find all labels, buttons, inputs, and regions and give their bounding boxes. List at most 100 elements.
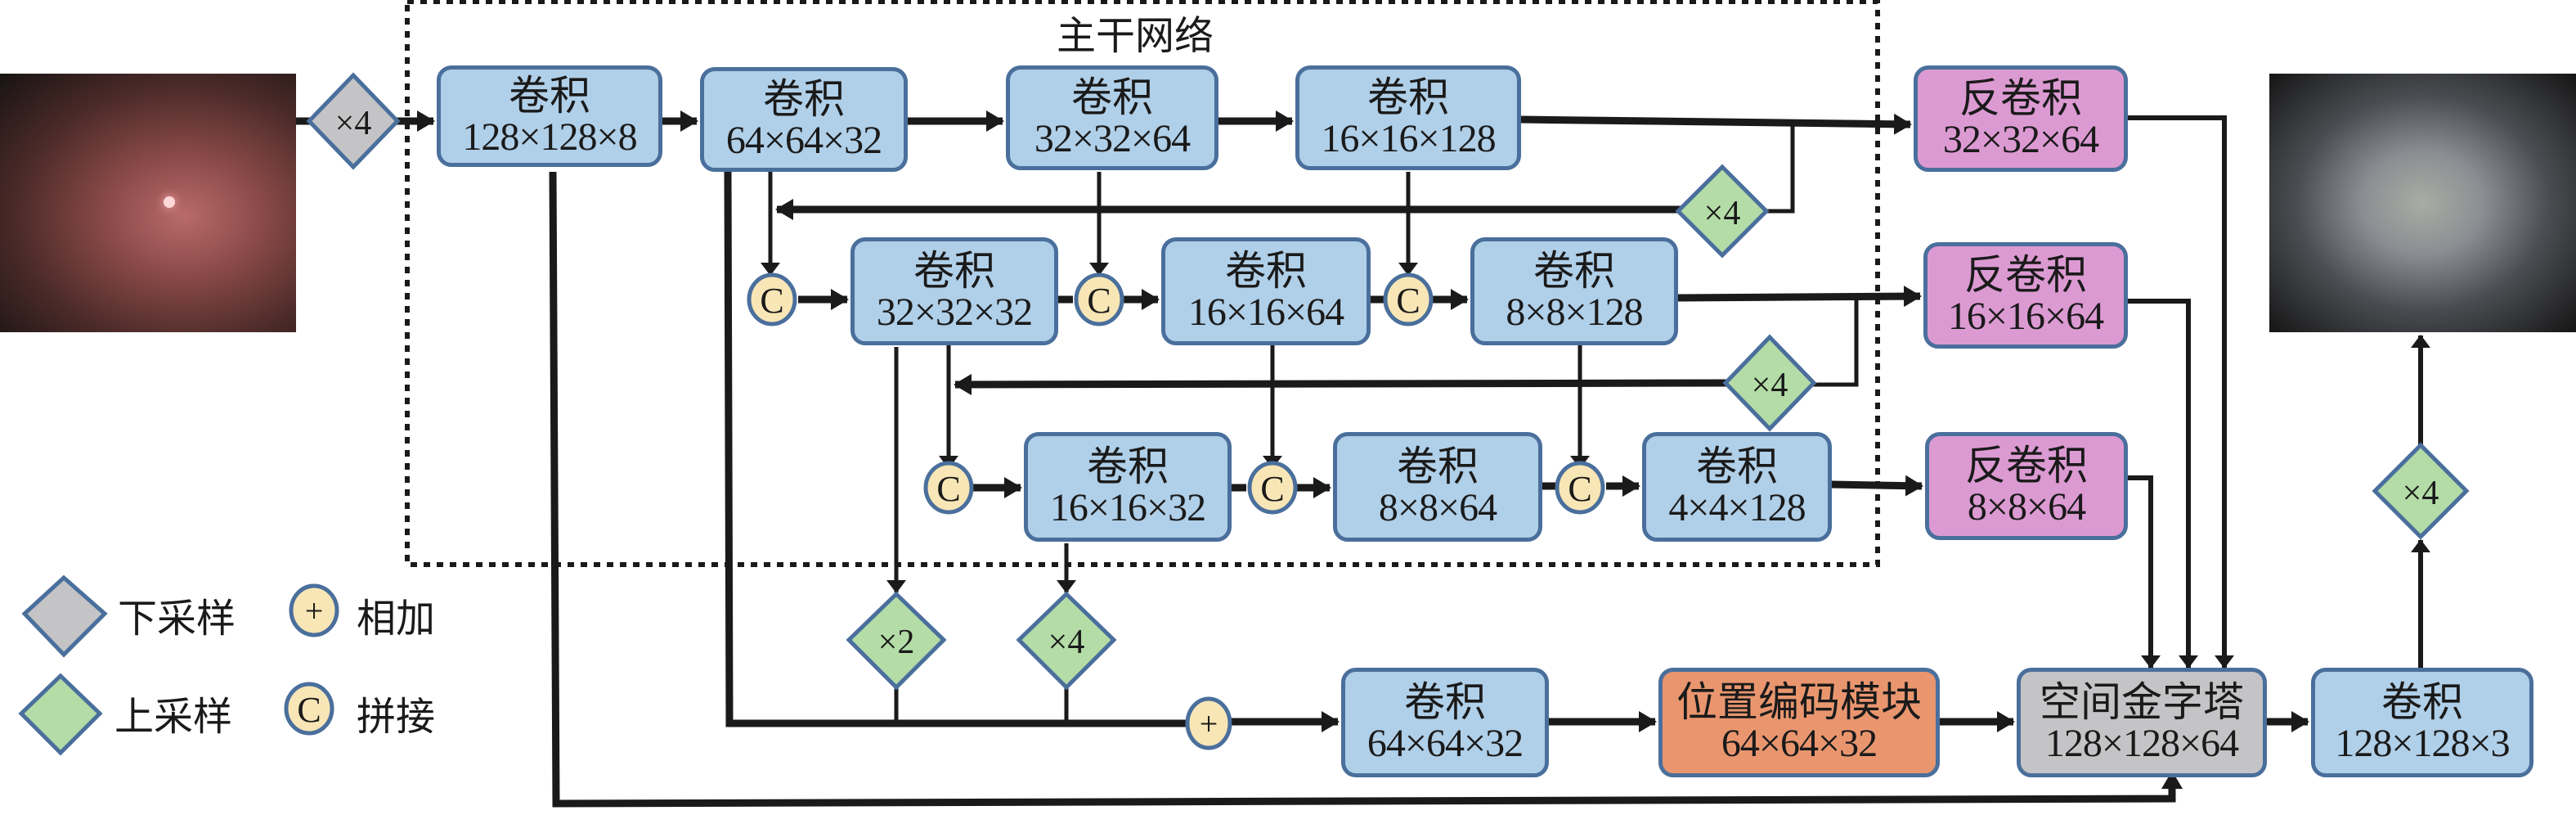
wire-r3-to-deconv3 — [1831, 475, 1923, 497]
concat-node-r3-3 — [1555, 461, 1605, 515]
conv-block-r1-2: 卷积 64×64×32 — [700, 67, 908, 172]
wire-r2-to-deconv2 — [1677, 286, 1922, 308]
block-dims: 64×64×32 — [725, 119, 882, 163]
block-dims: 128×128×64 — [2044, 722, 2239, 766]
block-title: 卷积 — [913, 247, 995, 294]
upsample-label-5: ×4 — [2403, 475, 2439, 512]
legend-concat-node — [284, 682, 334, 736]
block-dims: 32×32×64 — [1034, 117, 1191, 161]
block-dims: 4×4×128 — [1668, 486, 1806, 530]
conv-block-bottom: 卷积 64×64×32 — [1341, 668, 1549, 777]
concat-label: C — [1568, 469, 1591, 509]
wire-r1-up-branch — [1763, 123, 1795, 214]
conv-block-r2-3: 卷积 8×8×128 — [1470, 237, 1678, 345]
concat-label: C — [1260, 469, 1284, 509]
conv-block-r1-1: 卷积 128×128×8 — [437, 65, 662, 167]
upsample-diamond-3 — [846, 591, 947, 691]
block-title: 反卷积 — [1964, 251, 2087, 298]
conv-block-r3-2: 卷积 8×8×64 — [1333, 432, 1542, 542]
block-title: 卷积 — [2381, 678, 2463, 725]
output-image — [2269, 74, 2576, 332]
conv-block-r3-1: 卷积 16×16×32 — [1024, 432, 1232, 542]
block-dims: 32×32×64 — [1942, 118, 2099, 162]
block-title: 卷积 — [1533, 247, 1615, 294]
concat-node-r2-2 — [1074, 272, 1124, 326]
upsample-diamond-5 — [2372, 442, 2470, 540]
block-dims: 8×8×128 — [1506, 290, 1643, 335]
block-dims: 32×32×32 — [876, 290, 1033, 335]
downsample-label: ×4 — [335, 105, 372, 142]
legend-up-diamond — [18, 673, 103, 756]
backbone-title: 主干网络 — [1057, 15, 1214, 58]
block-title: 卷积 — [1404, 678, 1486, 725]
block-title: 反卷积 — [1959, 74, 2082, 121]
wire-deconv1-to-spp — [2128, 115, 2234, 669]
upsample-label-3: ×2 — [878, 624, 915, 661]
wire-conv1-skip — [549, 171, 2183, 808]
spatial-pyramid-block: 空间金字塔 128×128×64 — [2017, 668, 2267, 777]
add-node — [1185, 696, 1232, 750]
wire-r2-up-branch — [1812, 298, 1859, 387]
concat-label: C — [1087, 281, 1111, 321]
block-title: 卷积 — [1397, 443, 1479, 489]
conv-block-r1-3: 卷积 32×32×64 — [1006, 65, 1218, 170]
add-label: + — [1200, 705, 1218, 742]
block-title: 卷积 — [1087, 443, 1169, 489]
block-title: 卷积 — [509, 72, 590, 119]
concat-node-r3-2 — [1247, 461, 1298, 515]
concat-label: C — [760, 281, 783, 321]
legend-downsample-label: 下采样 — [118, 597, 236, 641]
block-title: 空间金字塔 — [2040, 678, 2244, 725]
block-dims: 8×8×64 — [1378, 486, 1497, 530]
conv-block-r1-4: 卷积 16×16×128 — [1295, 65, 1521, 170]
block-title: 卷积 — [1696, 443, 1778, 489]
conv-block-r2-2: 卷积 16×16×64 — [1161, 237, 1371, 345]
deconv-block-3: 反卷积 8×8×64 — [1925, 432, 2128, 540]
upsample-diamond-1 — [1675, 164, 1770, 259]
legend-concat-label: C — [297, 690, 321, 730]
block-dims: 16×16×128 — [1321, 117, 1496, 161]
position-encoding-block: 位置编码模块 64×64×32 — [1658, 668, 1940, 777]
block-title: 卷积 — [763, 75, 845, 122]
input-image — [0, 74, 296, 332]
wire-r1b2-skip — [724, 171, 1191, 727]
conv-block-r3-3: 卷积 4×4×128 — [1642, 432, 1832, 542]
deconv-block-1: 反卷积 32×32×64 — [1914, 65, 2128, 172]
upsample-label-1: ×4 — [1704, 195, 1741, 232]
legend-upsample-label: 上采样 — [114, 696, 233, 739]
concat-node-r2-1 — [747, 272, 797, 326]
concat-label: C — [1396, 281, 1420, 321]
upsample-diamond-2 — [1722, 334, 1817, 432]
block-title: 位置编码模块 — [1676, 678, 1922, 725]
block-dims: 128×128×3 — [2335, 722, 2510, 766]
block-dims: 64×64×32 — [1367, 722, 1524, 766]
wire-up2-to-row3 — [954, 373, 1731, 395]
deconv-block-2: 反卷积 16×16×64 — [1923, 242, 2128, 349]
wire-r1-to-deconv1 — [1520, 113, 1912, 135]
legend-down-diamond — [21, 574, 108, 658]
input-image-highlight — [164, 196, 175, 208]
concat-node-r3-1 — [923, 461, 974, 515]
block-dims: 16×16×64 — [1187, 290, 1344, 335]
upsample-label-2: ×4 — [1752, 367, 1788, 404]
wire-deconv2-to-spp — [2128, 299, 2198, 669]
block-dims: 64×64×32 — [1721, 722, 1878, 766]
block-title: 卷积 — [1071, 74, 1153, 120]
downsample-diamond — [306, 72, 401, 170]
block-dims: 16×16×32 — [1049, 486, 1206, 530]
block-title: 卷积 — [1367, 74, 1449, 120]
block-dims: 128×128×8 — [462, 115, 637, 160]
block-dims: 16×16×64 — [1947, 295, 2104, 339]
backbone-frame — [405, 0, 1880, 567]
legend-add-label: + — [305, 592, 324, 629]
legend-add-label-text: 相加 — [357, 597, 436, 641]
block-title: 卷积 — [1225, 247, 1307, 294]
concat-node-r2-3 — [1383, 272, 1434, 326]
legend-concat-label-text: 拼接 — [357, 696, 436, 739]
conv-block-r2-1: 卷积 32×32×32 — [850, 237, 1058, 345]
legend-add-node — [289, 583, 339, 637]
upsample-label-4: ×4 — [1048, 624, 1085, 661]
final-conv-block: 卷积 128×128×3 — [2311, 668, 2533, 777]
upsample-diamond-4 — [1016, 591, 1117, 691]
